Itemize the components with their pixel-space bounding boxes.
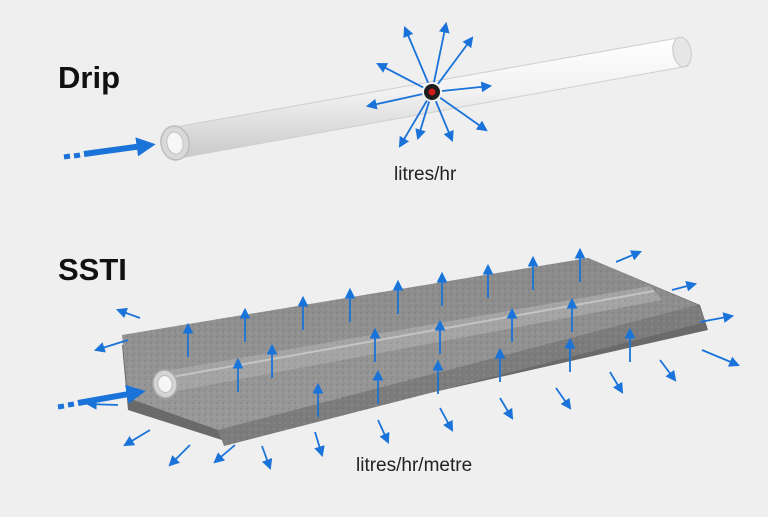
ssti-fabric [122, 258, 708, 446]
side-arrow [555, 387, 572, 410]
side-arrow [377, 419, 390, 444]
emitter-arrow [435, 100, 454, 142]
side-arrow [213, 444, 236, 464]
side-arrow [699, 312, 735, 323]
side-arrow [261, 445, 273, 471]
emitter-arrow [403, 26, 429, 84]
drip-inflow-arrow [63, 137, 156, 160]
ssti-pipe-end [152, 369, 178, 399]
emitter-arrow [437, 36, 474, 85]
side-arrow [499, 397, 514, 420]
drip-title: Drip [58, 60, 120, 95]
drip-pipe [160, 36, 692, 161]
drip-section [63, 21, 692, 161]
side-arrow [168, 444, 191, 467]
emitter-arrow [398, 100, 428, 148]
emitter-arrow [376, 63, 424, 89]
ssti-title: SSTI [58, 252, 127, 287]
side-arrow [615, 250, 642, 263]
side-arrow [671, 280, 698, 292]
side-arrow [609, 371, 624, 394]
emitter-arrow [415, 101, 430, 141]
emitter-arrow [439, 97, 488, 132]
emitter-arrow [433, 21, 450, 83]
side-arrow [659, 359, 677, 382]
side-arrow [85, 398, 119, 410]
drip-emitter-arrows [365, 21, 493, 148]
ssti-unit-label: litres/hr/metre [356, 455, 473, 476]
side-arrow [314, 431, 325, 458]
ssti-flow-arrows [85, 247, 740, 471]
drip-emitter-hole [428, 88, 436, 96]
side-arrow [439, 407, 454, 432]
drip-unit-label: litres/hr [394, 164, 457, 185]
side-arrow [123, 429, 151, 447]
side-arrow [115, 307, 141, 319]
side-arrow [701, 349, 740, 367]
ssti-section [57, 247, 740, 471]
side-arrow [93, 339, 129, 353]
emitter-arrow [365, 93, 423, 110]
emitter-arrow [441, 81, 493, 93]
